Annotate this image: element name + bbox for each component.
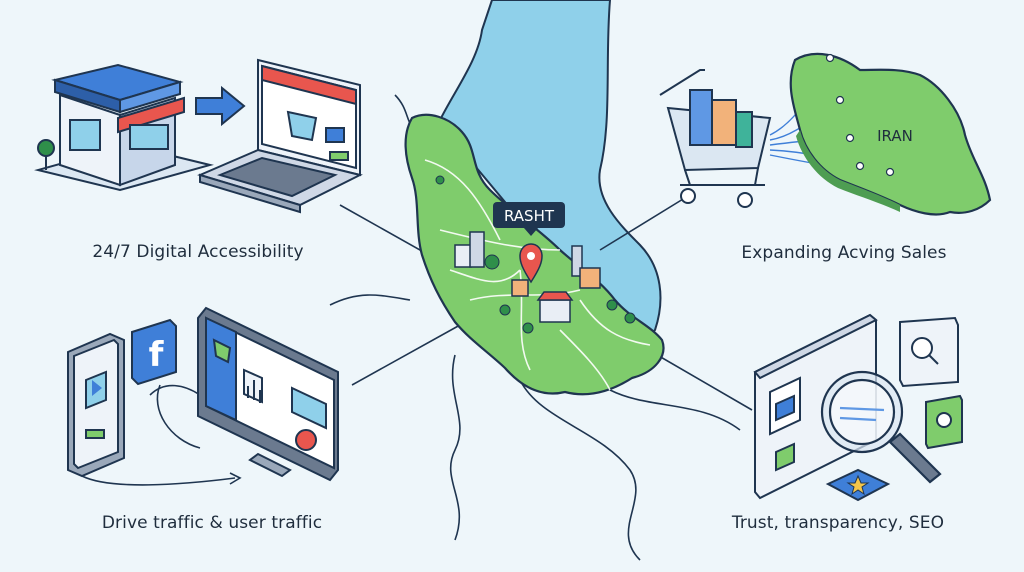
country-label: IRAN bbox=[877, 127, 913, 145]
laptop-shop-icon bbox=[197, 58, 363, 214]
location-pin-icon bbox=[519, 243, 543, 284]
caption-trust-seo: Trust, transparency, SEO bbox=[731, 513, 945, 533]
search-card-icon bbox=[899, 316, 959, 388]
arrow-right-icon bbox=[195, 85, 246, 127]
storefront-icon bbox=[34, 63, 214, 192]
iran-map: IRAN bbox=[789, 52, 992, 216]
magnifier-icon bbox=[820, 370, 942, 484]
svg-text:f: f bbox=[149, 335, 165, 375]
flow-arrows bbox=[81, 384, 242, 486]
caption-expanding-sales: Expanding Acving Sales bbox=[741, 243, 947, 263]
caption-digital-accessibility: 24/7 Digital Accessibility bbox=[92, 242, 304, 262]
shopping-cart-icon bbox=[659, 69, 772, 208]
caption-drive-traffic: Drive traffic & user traffic bbox=[101, 513, 323, 533]
rasht-province-map: RASHT bbox=[404, 113, 665, 396]
facebook-icon: f bbox=[131, 318, 177, 386]
star-rating-icon bbox=[825, 468, 891, 502]
sea-water bbox=[438, 0, 662, 347]
seo-badge-icon bbox=[925, 394, 963, 450]
monitor-dashboard-icon bbox=[197, 306, 339, 482]
city-label: RASHT bbox=[504, 207, 555, 225]
browser-window-icon bbox=[753, 313, 878, 500]
smartphone-icon bbox=[67, 332, 125, 478]
